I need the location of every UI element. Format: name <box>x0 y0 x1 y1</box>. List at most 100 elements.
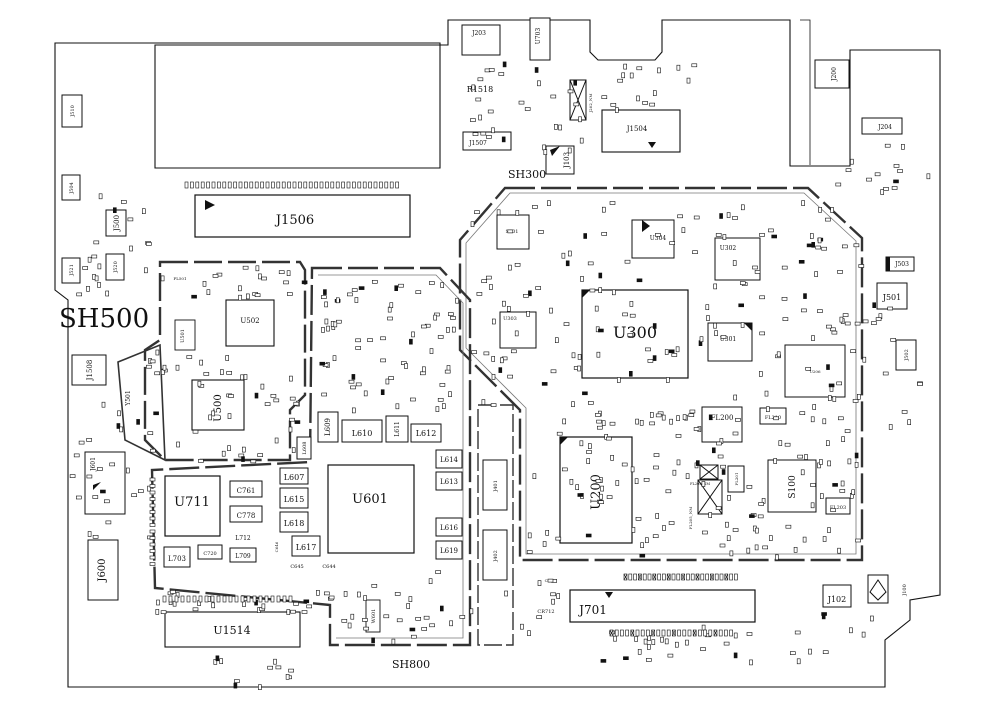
smd-part <box>294 420 301 424</box>
smd-part <box>389 181 394 189</box>
smd-part <box>76 292 82 297</box>
cap-c778 <box>229 505 263 523</box>
smd-part <box>862 356 867 363</box>
smd-part <box>689 409 696 414</box>
smd-part <box>907 419 912 426</box>
smd-part <box>598 328 604 333</box>
smd-part <box>162 364 167 371</box>
connector-j102-label: J102 <box>827 595 846 604</box>
inductor-l615 <box>279 487 309 509</box>
smd-part <box>358 286 365 290</box>
board-cutout-left <box>154 44 441 169</box>
smd-part <box>491 373 496 380</box>
smd-part <box>690 573 695 581</box>
chip-u206-label: U206 <box>809 369 820 374</box>
smd-part <box>781 265 788 270</box>
smd-part <box>149 359 156 364</box>
smd-part <box>409 627 416 632</box>
smd-part <box>754 544 759 551</box>
smd-part <box>719 573 724 581</box>
smd-part <box>126 467 130 474</box>
smd-part <box>732 260 737 266</box>
smd-part <box>532 205 538 209</box>
smd-part <box>633 573 637 581</box>
smd-part <box>854 321 861 326</box>
smd-part <box>449 620 453 627</box>
inductor-l609 <box>317 411 339 443</box>
smd-part <box>571 352 576 359</box>
smd-part <box>261 603 266 610</box>
smd-part <box>350 385 356 390</box>
smd-part <box>688 413 695 418</box>
smd-part <box>841 244 848 249</box>
smd-part <box>246 595 251 603</box>
smd-part <box>884 143 891 148</box>
smd-part <box>636 66 643 71</box>
smd-part <box>681 227 686 233</box>
smd-part <box>316 589 320 596</box>
smd-part <box>475 97 482 102</box>
smd-part <box>537 580 542 586</box>
smd-part <box>726 212 731 218</box>
smd-part <box>825 217 831 222</box>
smd-part <box>571 401 575 408</box>
smd-part <box>822 536 827 542</box>
smd-part <box>758 502 765 506</box>
smd-part <box>720 335 727 339</box>
smd-part <box>852 399 859 403</box>
smd-part <box>226 371 232 375</box>
smd-part <box>556 431 563 436</box>
smd-part <box>565 260 570 267</box>
smd-part <box>773 416 779 421</box>
smd-part <box>749 659 753 666</box>
smd-part <box>285 673 290 680</box>
smd-part <box>116 423 121 429</box>
smd-part <box>506 306 511 312</box>
smd-part <box>854 452 859 459</box>
smd-part <box>850 158 854 165</box>
smd-part <box>105 520 112 525</box>
connector-j502-label: J502 <box>904 349 910 362</box>
smd-part <box>258 684 262 691</box>
connector-j1507 <box>462 131 512 151</box>
smd-part <box>320 295 327 299</box>
smd-part <box>675 434 682 438</box>
smd-part <box>901 144 905 150</box>
smd-part <box>255 265 260 272</box>
smd-part <box>117 410 121 417</box>
smd-part <box>586 458 591 464</box>
smd-part <box>561 467 568 472</box>
smd-part <box>415 616 422 621</box>
smd-part <box>567 147 572 154</box>
smd-part-cross <box>651 629 655 637</box>
smd-part <box>586 450 592 454</box>
smd-part <box>429 348 434 354</box>
smd-part <box>348 379 355 384</box>
smd-part <box>845 168 852 172</box>
smd-part <box>395 181 399 189</box>
smd-part <box>637 648 642 655</box>
smd-part <box>481 279 488 284</box>
smd-part <box>538 230 544 234</box>
connector-j1508 <box>71 354 107 386</box>
smd-part <box>523 293 529 298</box>
smd-part <box>634 636 638 642</box>
smd-part <box>629 301 634 307</box>
smd-part <box>657 573 661 581</box>
smd-part <box>149 490 156 495</box>
smd-part <box>273 658 277 665</box>
connector-j401 <box>482 459 508 511</box>
smd-part <box>835 182 842 187</box>
connector-j1508-label: J1508 <box>86 360 94 382</box>
cap-c761 <box>229 480 263 498</box>
smd-part <box>811 242 816 248</box>
inductor-l611 <box>385 415 409 443</box>
smd-part <box>485 275 492 280</box>
connector-j504 <box>61 174 81 201</box>
smd-part <box>200 181 205 189</box>
smd-part <box>146 364 152 369</box>
smd-part <box>472 132 479 136</box>
smd-part <box>687 629 692 637</box>
filter-fl200-label: FL200 <box>711 414 734 422</box>
smd-part <box>667 653 674 658</box>
